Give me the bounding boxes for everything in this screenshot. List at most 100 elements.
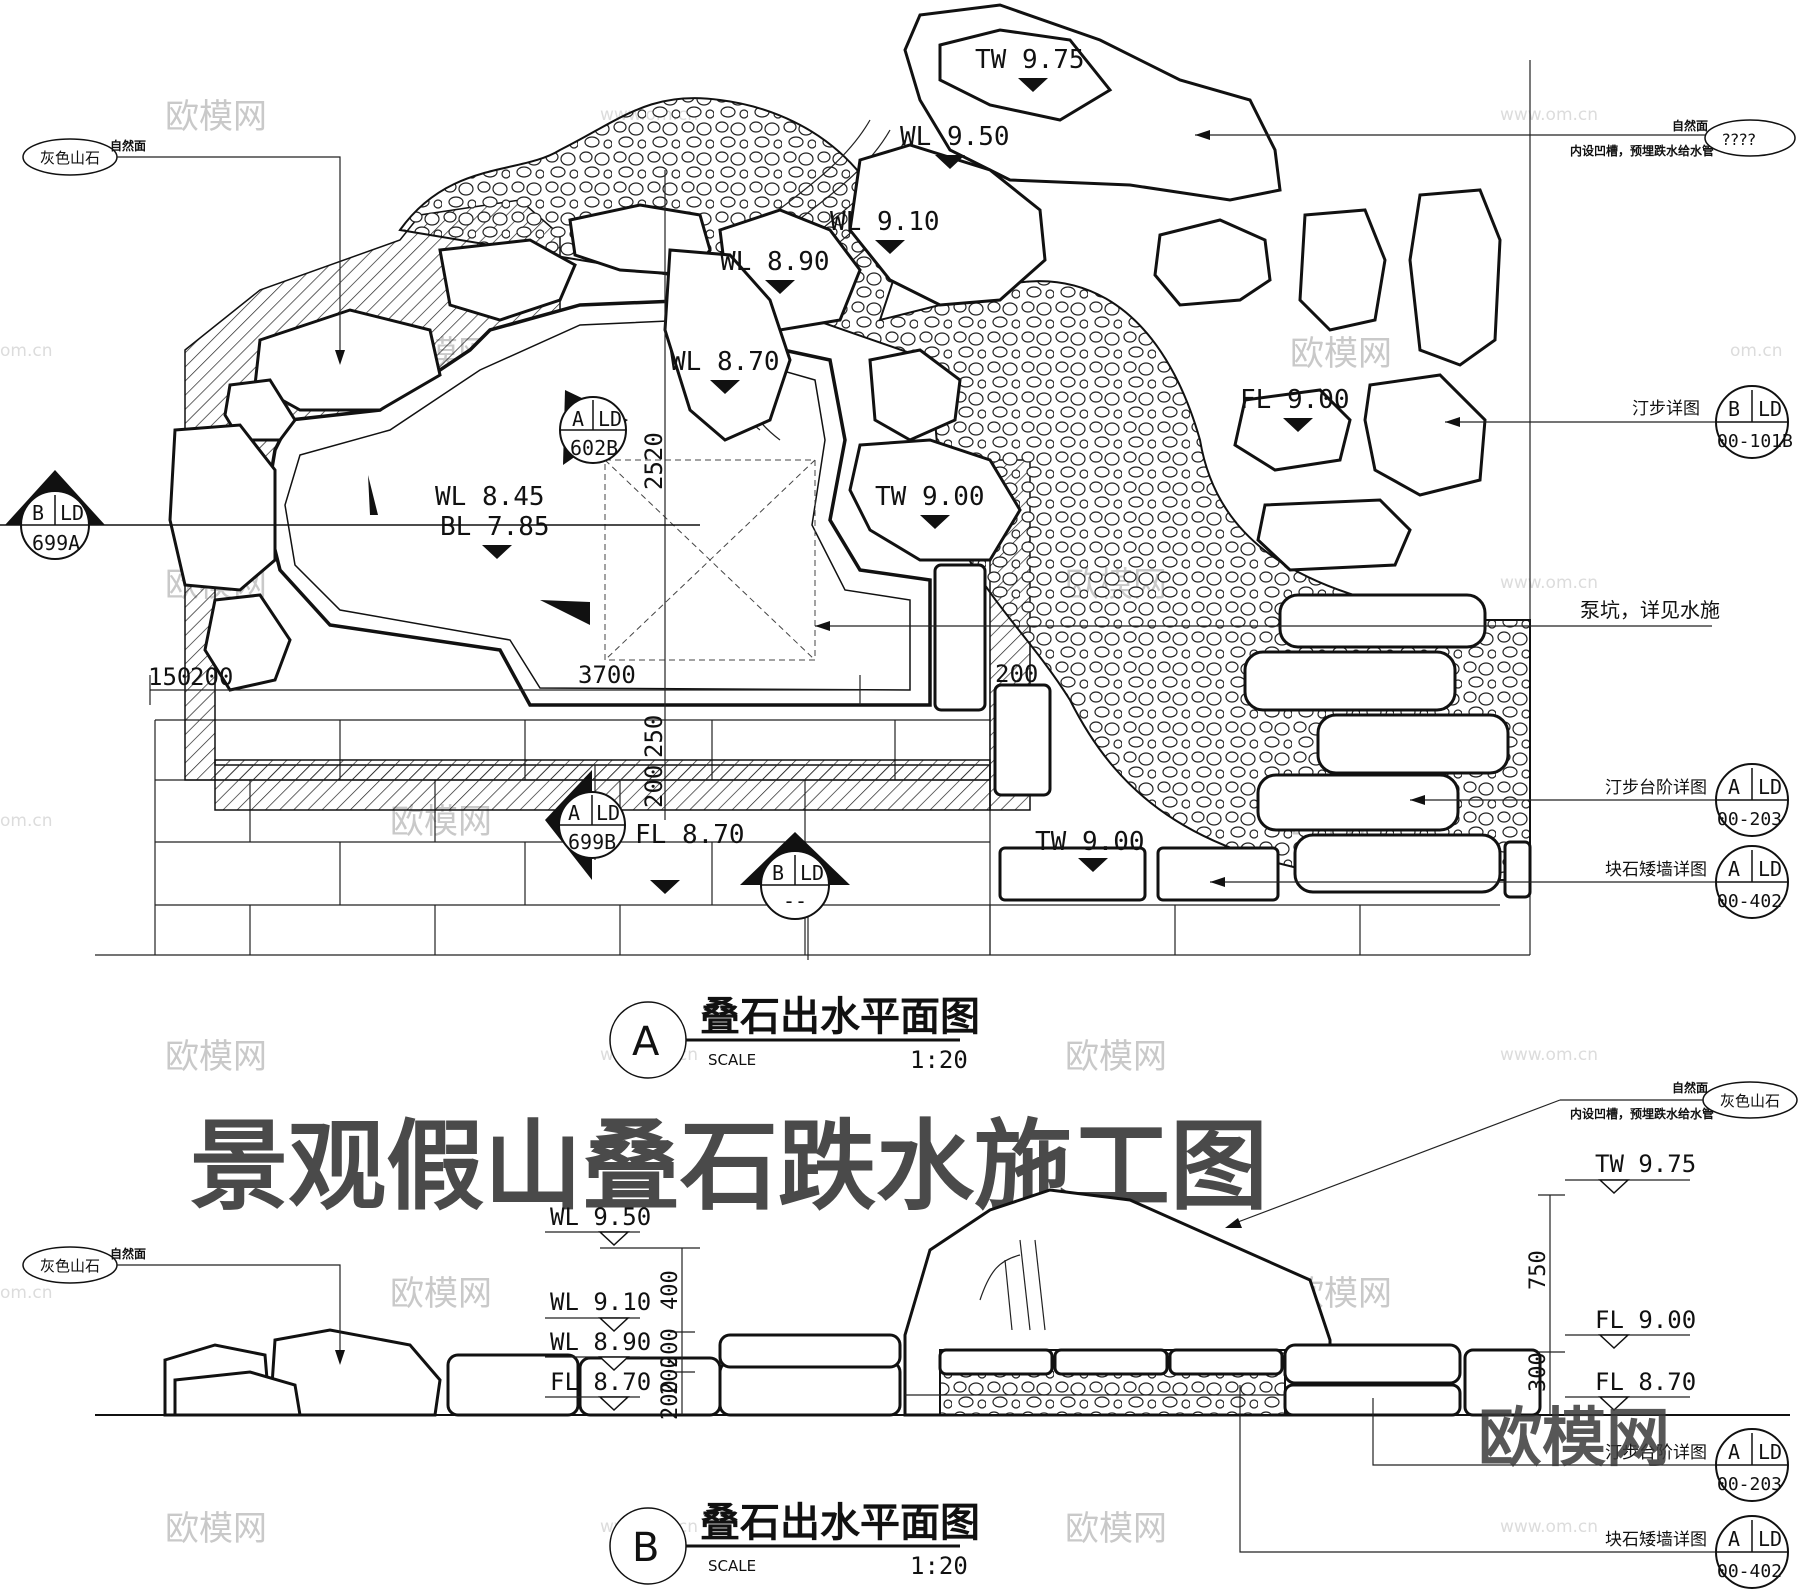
svg-text:LD: LD	[1758, 397, 1782, 421]
svg-text:00-402: 00-402	[1717, 891, 1782, 912]
watermark-url: www.om.cn	[1500, 573, 1598, 593]
watermark-url: om.cn	[0, 811, 53, 831]
svg-text:FL 8.70: FL 8.70	[550, 1368, 651, 1396]
level-tw-975: TW 9.75	[975, 45, 1085, 75]
svg-text:A: A	[568, 801, 580, 825]
plan-level-labels: TW 9.75 WL 9.50 WL 9.10 WL 8.90 WL 8.70 …	[368, 45, 1350, 894]
plan-scale: 1:20	[910, 1046, 968, 1074]
watermark-logo: 欧模网	[1478, 1402, 1670, 1476]
section-tag-bottom: A LD 699B	[545, 765, 626, 880]
svg-text:LD: LD	[800, 861, 824, 885]
svg-text:灰色山石: 灰色山石	[40, 149, 100, 167]
svg-text:A: A	[572, 407, 584, 431]
svg-text:内设凹槽，预埋跌水给水管: 内设凹槽，预埋跌水给水管	[1570, 143, 1714, 158]
dim-150: 150	[148, 663, 191, 691]
callout-grey-stone-elev-right: 自然面 内设凹槽，预埋跌水给水管 灰色山石	[1225, 1080, 1798, 1228]
dim-200-vert: 200	[640, 765, 668, 808]
svg-text:300: 300	[1526, 1352, 1551, 1392]
svg-text:????: ????	[1722, 130, 1756, 149]
plan-view-name: 叠石出水平面图	[700, 994, 980, 1040]
svg-text:--: --	[783, 889, 807, 913]
watermark-url: om.cn	[0, 341, 53, 361]
callout-block-wall-plan: 块石矮墙详图 A LD 00-402	[1210, 845, 1789, 919]
watermark-url: www.om.cn	[1500, 105, 1598, 125]
elevation-view: WL 9.50 WL 9.10 WL 8.90 FL 8.70 400 200 …	[22, 1080, 1798, 1589]
svg-text:699B: 699B	[568, 830, 616, 854]
svg-text:00-402: 00-402	[1717, 1561, 1782, 1582]
svg-text:FL 9.00: FL 9.00	[1595, 1306, 1696, 1334]
svg-text:SCALE: SCALE	[708, 1557, 756, 1575]
watermark-brand: 欧模网	[1065, 1509, 1167, 1549]
svg-text:块石矮墙详图: 块石矮墙详图	[1605, 1530, 1707, 1550]
svg-text:FL 8.70: FL 8.70	[1595, 1368, 1696, 1396]
svg-text:灰色山石: 灰色山石	[1720, 1092, 1780, 1110]
svg-text:B: B	[772, 861, 784, 885]
svg-text:750: 750	[1526, 1250, 1551, 1290]
svg-text:块石矮墙详图: 块石矮墙详图	[1605, 860, 1707, 880]
section-tag-bottom-2: B LD --	[740, 832, 850, 960]
watermark-url: www.om.cn	[1500, 1517, 1598, 1537]
svg-text:汀步详图: 汀步详图	[1632, 399, 1700, 419]
svg-text:200: 200	[658, 1355, 683, 1395]
watermark-brand: 欧模网	[165, 1037, 267, 1077]
elevation-view-letter: B	[632, 1525, 659, 1571]
svg-text:A: A	[1728, 1440, 1740, 1464]
plan-view: TW 9.75 WL 9.50 WL 9.10 WL 8.90 WL 8.70 …	[0, 3, 1796, 1079]
callout-step-stair-elev: 汀步台阶详图 A LD 00-203	[1372, 1398, 1789, 1502]
svg-text:内设凹槽，预埋跌水给水管: 内设凹槽，预埋跌水给水管	[1570, 1106, 1714, 1121]
level-wl-950: WL 9.50	[900, 122, 1010, 152]
level-tw-900-bottom: TW 9.00	[1035, 827, 1145, 857]
watermark-brand: 欧模网	[1065, 1037, 1167, 1077]
level-fl-870: FL 8.70	[635, 820, 745, 850]
svg-text:TW 9.75: TW 9.75	[1595, 1150, 1696, 1178]
callout-grey-stone-elev-left: 灰色山石 自然面	[22, 1246, 345, 1365]
dim-2520: 2520	[640, 432, 668, 490]
svg-text:602B: 602B	[570, 436, 618, 460]
svg-text:00-203: 00-203	[1717, 809, 1782, 830]
svg-text:LD: LD	[1758, 1440, 1782, 1464]
svg-text:LD: LD	[1758, 857, 1782, 881]
svg-text:200: 200	[658, 1380, 683, 1420]
dim-3700: 3700	[578, 661, 636, 689]
svg-text:LD: LD	[1758, 1527, 1782, 1551]
watermark-brand: 欧模网	[165, 97, 267, 137]
svg-text:WL 9.50: WL 9.50	[550, 1203, 651, 1231]
level-wl-890: WL 8.90	[720, 247, 830, 277]
svg-text:200: 200	[658, 1328, 683, 1368]
pump-pit	[604, 459, 816, 661]
elevation-rocks	[163, 1188, 1542, 1417]
callout-block-wall-elev: 块石矮墙详图 A LD 00-402	[1239, 1385, 1789, 1589]
svg-text:A: A	[1728, 775, 1740, 799]
level-wl-870: WL 8.70	[670, 347, 780, 377]
svg-text:自然面: 自然面	[110, 1246, 146, 1261]
elevation-caption: B 叠石出水平面图 SCALE 1:20	[609, 1500, 980, 1585]
svg-text:B: B	[1728, 397, 1740, 421]
plan-view-letter: A	[632, 1019, 660, 1065]
callout-groove-note-plan: 自然面 内设凹槽，预埋跌水给水管 ????	[1195, 118, 1796, 158]
watermark-brand: 欧模网	[390, 1274, 492, 1314]
plan-caption: A 叠石出水平面图 SCALE 1:20	[609, 994, 980, 1079]
svg-text:00-101B: 00-101B	[1717, 431, 1793, 452]
svg-text:汀步台阶详图: 汀步台阶详图	[1605, 778, 1707, 798]
svg-text:LD: LD	[598, 407, 622, 431]
svg-text:A: A	[1728, 1527, 1740, 1551]
level-wl-845: WL 8.45	[435, 482, 545, 512]
dim-200-right: 200	[995, 660, 1038, 688]
svg-text:LD: LD	[1758, 775, 1782, 799]
svg-text:LD: LD	[60, 501, 84, 525]
svg-text:汀步台阶详图: 汀步台阶详图	[1605, 1443, 1707, 1463]
svg-text:泵坑，详见水施: 泵坑，详见水施	[1580, 598, 1720, 622]
elevation-levels-right: TW 9.75 FL 9.00 FL 8.70 750 300	[1526, 1150, 1696, 1415]
svg-text:699A: 699A	[32, 531, 80, 555]
section-tag-center: A LD 602B	[559, 390, 628, 465]
plan-rocks	[168, 3, 1532, 902]
section-tag-left: B LD 699A	[0, 470, 700, 560]
watermark-brand: 欧模网	[165, 1509, 267, 1549]
level-tw-900-right: TW 9.00	[875, 482, 985, 512]
elevation-levels-left: WL 9.50 WL 9.10 WL 8.90 FL 8.70 400 200 …	[545, 1203, 700, 1420]
svg-text:B: B	[32, 501, 44, 525]
svg-text:400: 400	[658, 1270, 683, 1310]
dim-200: 200	[190, 663, 233, 691]
callout-grey-stone-plan: 灰色山石 自然面	[22, 138, 345, 365]
